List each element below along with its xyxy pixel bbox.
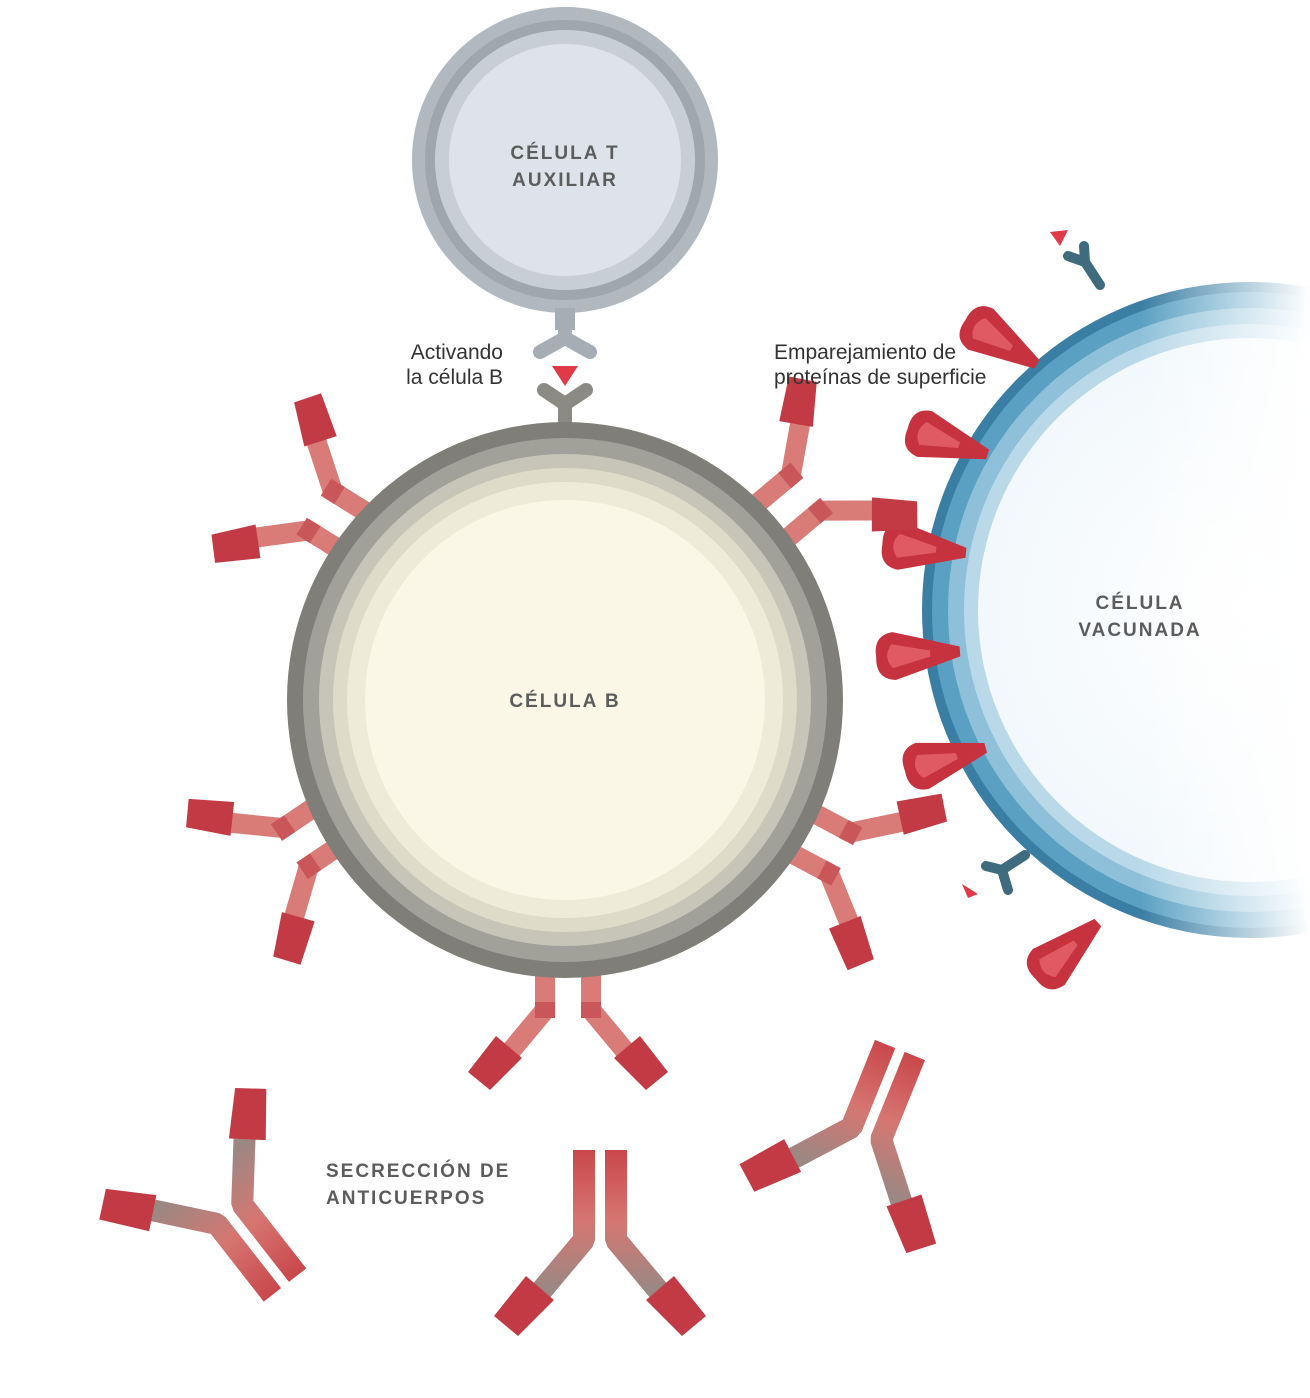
secretion-label-line1: SECRECCIÓN DE <box>326 1161 511 1182</box>
spike-protein <box>1019 904 1115 997</box>
activating-label: Activando la célula B <box>340 340 503 390</box>
b-cell-label: CÉLULA B <box>465 688 665 715</box>
t-cell-label: CÉLULA T AUXILIAR <box>465 140 665 194</box>
t-cell-label-line2: AUXILIAR <box>512 170 618 191</box>
free-antibody <box>732 1010 998 1262</box>
receptor-bottom <box>962 850 1030 898</box>
vaccinated-cell-label: CÉLULA VACUNADA <box>1040 590 1240 644</box>
matching-label-line1: Emparejamiento de <box>774 341 957 364</box>
vaccinated-cell-label-line2: VACUNADA <box>1078 620 1202 641</box>
b-cell <box>174 365 958 1090</box>
activating-label-line2: la célula B <box>406 366 503 389</box>
helper-t-cell <box>412 7 718 359</box>
vaccinated-cell-label-line1: CÉLULA <box>1095 593 1185 614</box>
secretion-label-line2: ANTICUERPOS <box>326 1188 487 1209</box>
b-cell-label-text: CÉLULA B <box>509 691 621 712</box>
secretion-label: SECRECCIÓN DE ANTICUERPOS <box>326 1158 566 1212</box>
vaccinated-cell <box>922 180 1310 1040</box>
matching-label: Emparejamiento de proteínas de superfici… <box>774 340 1034 390</box>
matching-label-line2: proteínas de superficie <box>774 366 987 389</box>
activating-label-line1: Activando <box>410 341 503 364</box>
antigen <box>552 366 578 386</box>
receptor-top <box>1050 230 1105 290</box>
t-cell-label-line1: CÉLULA T <box>510 143 620 164</box>
